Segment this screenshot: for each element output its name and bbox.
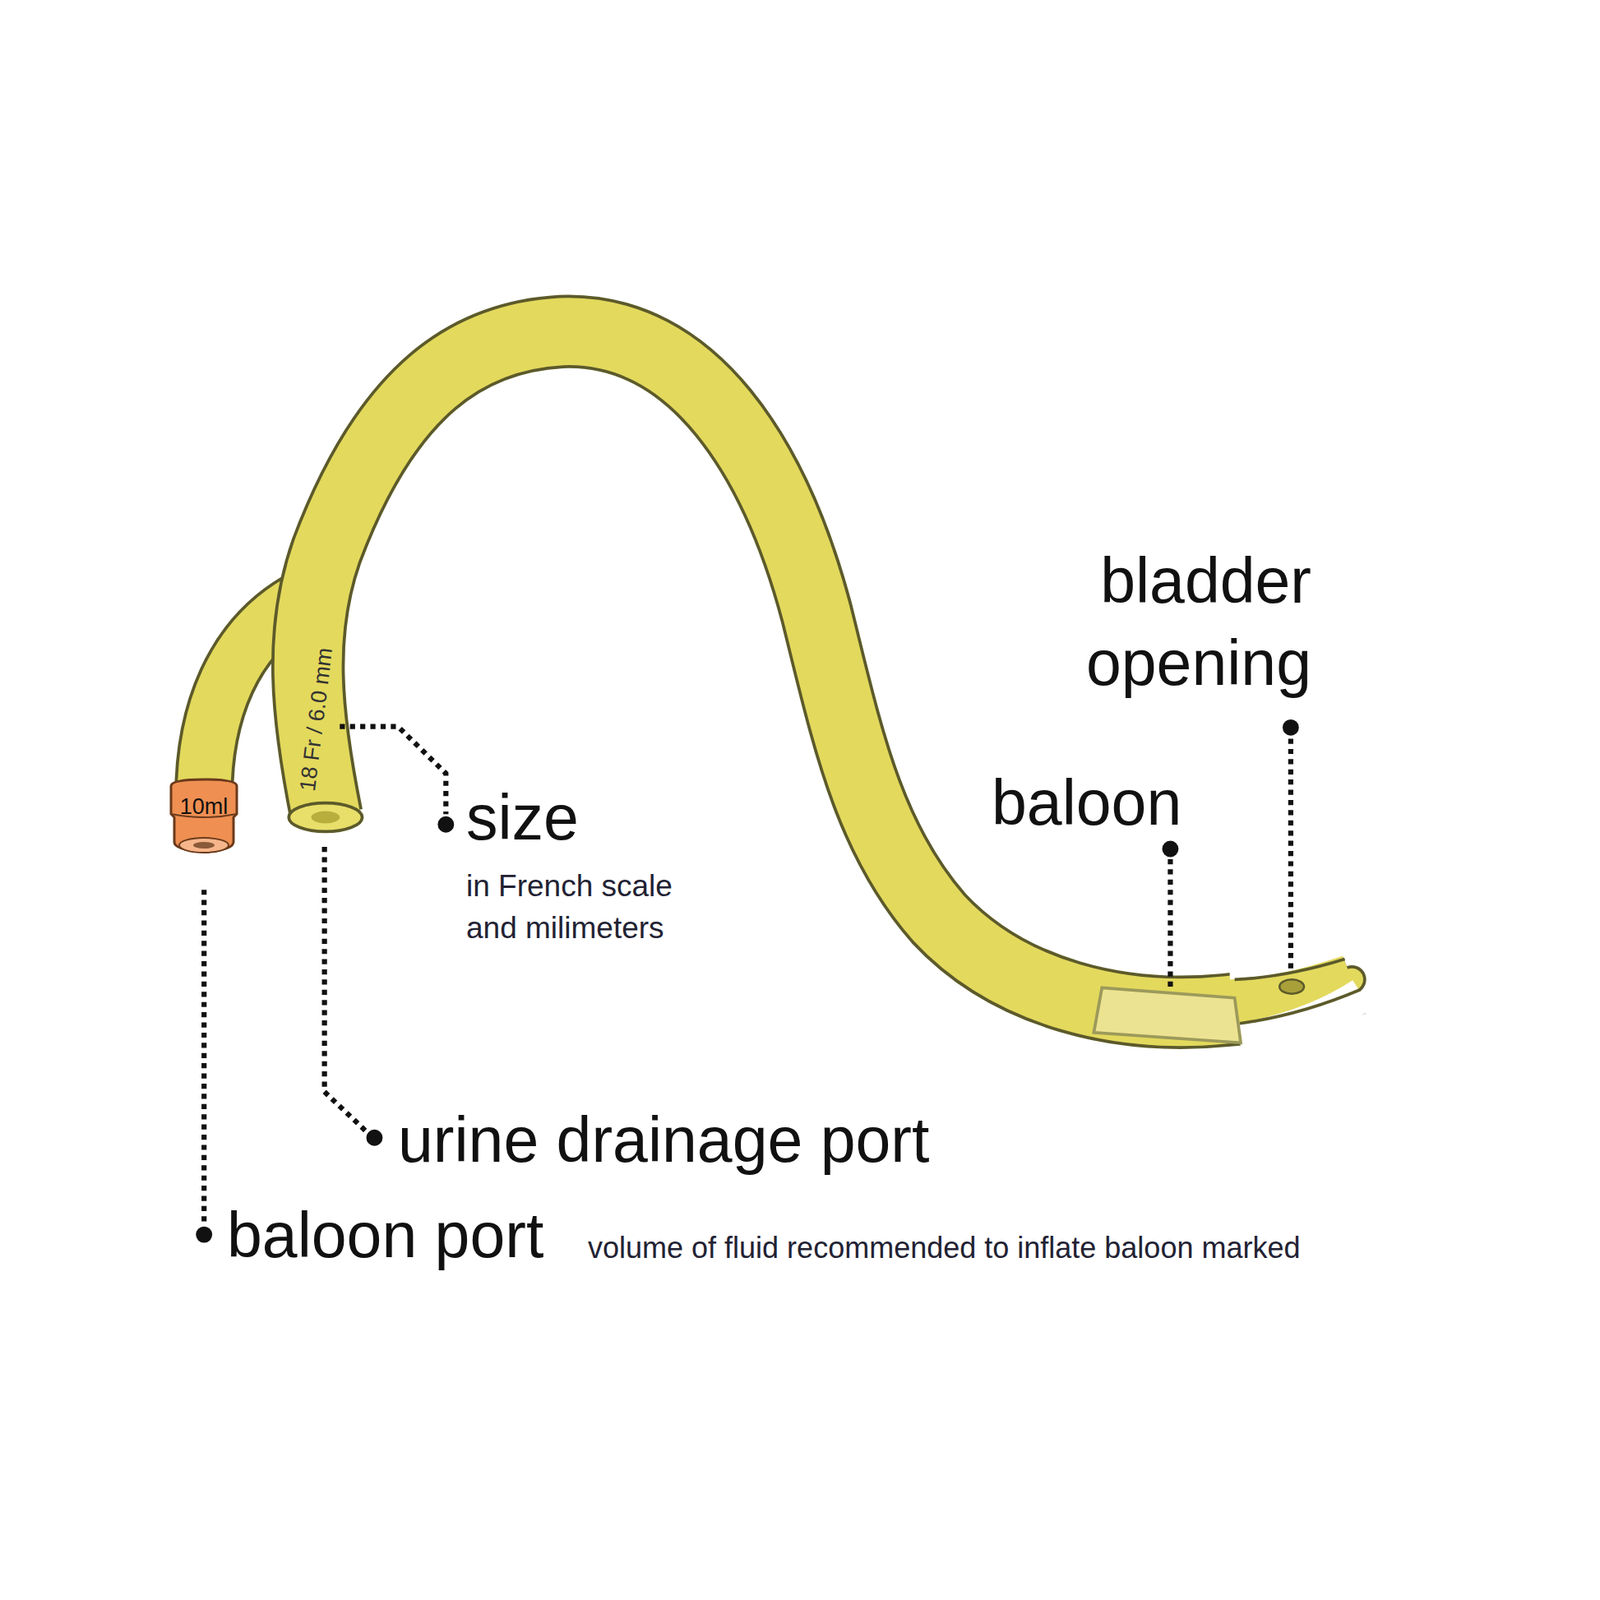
part-name: size xyxy=(466,781,579,855)
leader-lines xyxy=(203,726,1291,1226)
tip-edge xyxy=(1239,989,1360,1024)
volume-marking: 10ml xyxy=(180,794,229,820)
note: in French scale and milimeters xyxy=(466,864,713,949)
leader-line xyxy=(1167,859,1173,992)
tip-edge xyxy=(1234,959,1346,981)
balloon-port-cap: 10ml xyxy=(167,777,241,864)
leader-dot xyxy=(366,1129,384,1147)
cap-body xyxy=(171,779,237,852)
note: volume of fluid recommended to inflate b… xyxy=(587,1230,1300,1265)
tip-taper-mask xyxy=(1239,994,1363,1041)
leader-dot xyxy=(195,1226,213,1244)
cap-rim xyxy=(179,837,229,853)
part-name: urine drainage port xyxy=(397,1103,930,1177)
cap-shape xyxy=(167,777,241,864)
leader-line xyxy=(339,726,446,815)
leader-line xyxy=(1288,738,1294,969)
bladder-opening-hole xyxy=(1279,979,1305,994)
leader-line xyxy=(324,846,366,1131)
balloon-band xyxy=(1093,987,1241,1043)
part-name: baloon port xyxy=(226,1198,544,1272)
leader-dots xyxy=(195,719,1300,1244)
tube xyxy=(308,331,1353,1013)
part-name: baloon xyxy=(991,766,1182,840)
leader-line xyxy=(201,889,207,1225)
leader-dot xyxy=(437,816,454,833)
cap-hole xyxy=(193,841,215,849)
leader-dot xyxy=(1282,719,1300,736)
drainage-opening xyxy=(288,803,362,833)
part-name: bladder opening xyxy=(1031,539,1312,704)
tube-outline xyxy=(308,331,1353,1013)
drainage-lumen xyxy=(311,811,341,824)
leader-dot xyxy=(1161,841,1179,858)
